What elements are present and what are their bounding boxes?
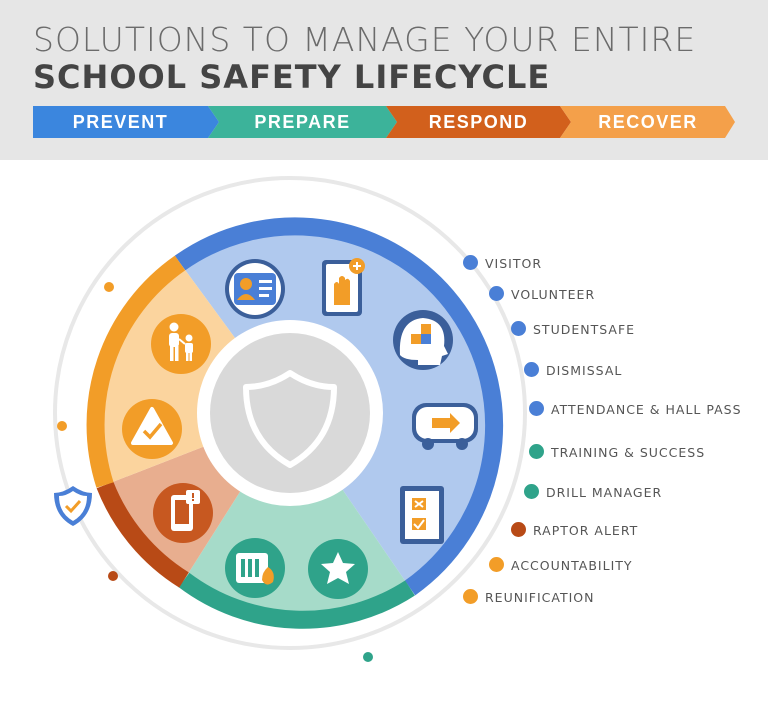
outer-ring: [53, 176, 527, 650]
volunteer-hand-icon: [322, 258, 365, 316]
center-disc: [210, 333, 370, 493]
ring-marker-orange-top: [104, 282, 114, 292]
phase-arrows: [33, 106, 735, 138]
drill-manager-icon: [225, 538, 285, 598]
ring-marker-teal: [363, 652, 373, 662]
phase-arrow-prepare: [208, 106, 397, 138]
phase-label-respond: RESPOND: [428, 112, 529, 132]
legend-label-dismissal: DISMISSAL: [546, 363, 623, 378]
legend-label-reunification: REUNIFICATION: [485, 590, 595, 605]
title-line-2: SCHOOL SAFETY LIFECYCLE: [33, 58, 551, 96]
phase-arrow-recover: [560, 106, 735, 138]
legend-label-accountability: ACCOUNTABILITY: [511, 558, 633, 573]
legend-label-attendance: ATTENDANCE & HALL PASS: [551, 402, 742, 417]
legend-dot-raptor-alert: [511, 522, 526, 537]
legend-dot-reunification: [463, 589, 478, 604]
legend-dot-accountability: [489, 557, 504, 572]
phase-arrow-prevent: [33, 106, 219, 138]
accountability-triangle-icon: [122, 399, 182, 459]
legend-label-raptor-alert: RAPTOR ALERT: [533, 523, 639, 538]
legend-label-studentsafe: STUDENTSAFE: [533, 322, 636, 337]
ring-marker-orange-left: [57, 421, 67, 431]
legend-dot-attendance: [529, 401, 544, 416]
raptor-alert-phone-icon: [153, 483, 213, 543]
legend-dot-training: [529, 444, 544, 459]
safety-lifecycle-wheel: VISITOR VOLUNTEER STUDENTSAFE DISMISSAL …: [0, 160, 768, 711]
studentsafe-head-icon: [393, 310, 453, 370]
legend-dot-drill-manager: [524, 484, 539, 499]
legend-label-volunteer: VOLUNTEER: [511, 287, 596, 302]
phase-label-prepare: PREPARE: [254, 112, 351, 132]
title-line-1: SOLUTIONS TO MANAGE YOUR ENTIRE: [33, 20, 697, 59]
center-shield-icon: [243, 370, 337, 468]
dismissal-car-icon: [412, 403, 478, 450]
visitor-badge-icon: [225, 259, 285, 319]
wheel-graphic: [53, 176, 527, 662]
training-star-icon: [308, 539, 368, 599]
legend-label-training: TRAINING & SUCCESS: [551, 445, 706, 460]
reunification-people-icon: [151, 314, 211, 374]
legend-dot-dismissal: [524, 362, 539, 377]
segment-teal-outer: [178, 572, 415, 629]
legend-label-visitor: VISITOR: [485, 256, 543, 271]
segment-rust-outer: [96, 481, 189, 588]
small-shield-check-icon: [54, 486, 92, 526]
legend-dot-visitor: [463, 255, 478, 270]
legend-dot-studentsafe: [511, 321, 526, 336]
phase-label-prevent: PREVENT: [72, 112, 169, 132]
legend-dot-volunteer: [489, 286, 504, 301]
header: SOLUTIONS TO MANAGE YOUR ENTIRE SCHOOL S…: [0, 0, 768, 160]
attendance-checklist-icon: [400, 486, 444, 544]
lifecycle-phase-bar: PREVENT PREPARE RESPOND RECOVER: [33, 106, 735, 138]
ring-marker-rust: [108, 571, 118, 581]
phase-arrow-respond: [386, 106, 571, 138]
segment-blue-outer: [174, 217, 504, 596]
segment-orange-outer: [86, 255, 186, 488]
phase-label-recover: RECOVER: [598, 112, 698, 132]
legend-label-drill-manager: DRILL MANAGER: [546, 485, 663, 500]
